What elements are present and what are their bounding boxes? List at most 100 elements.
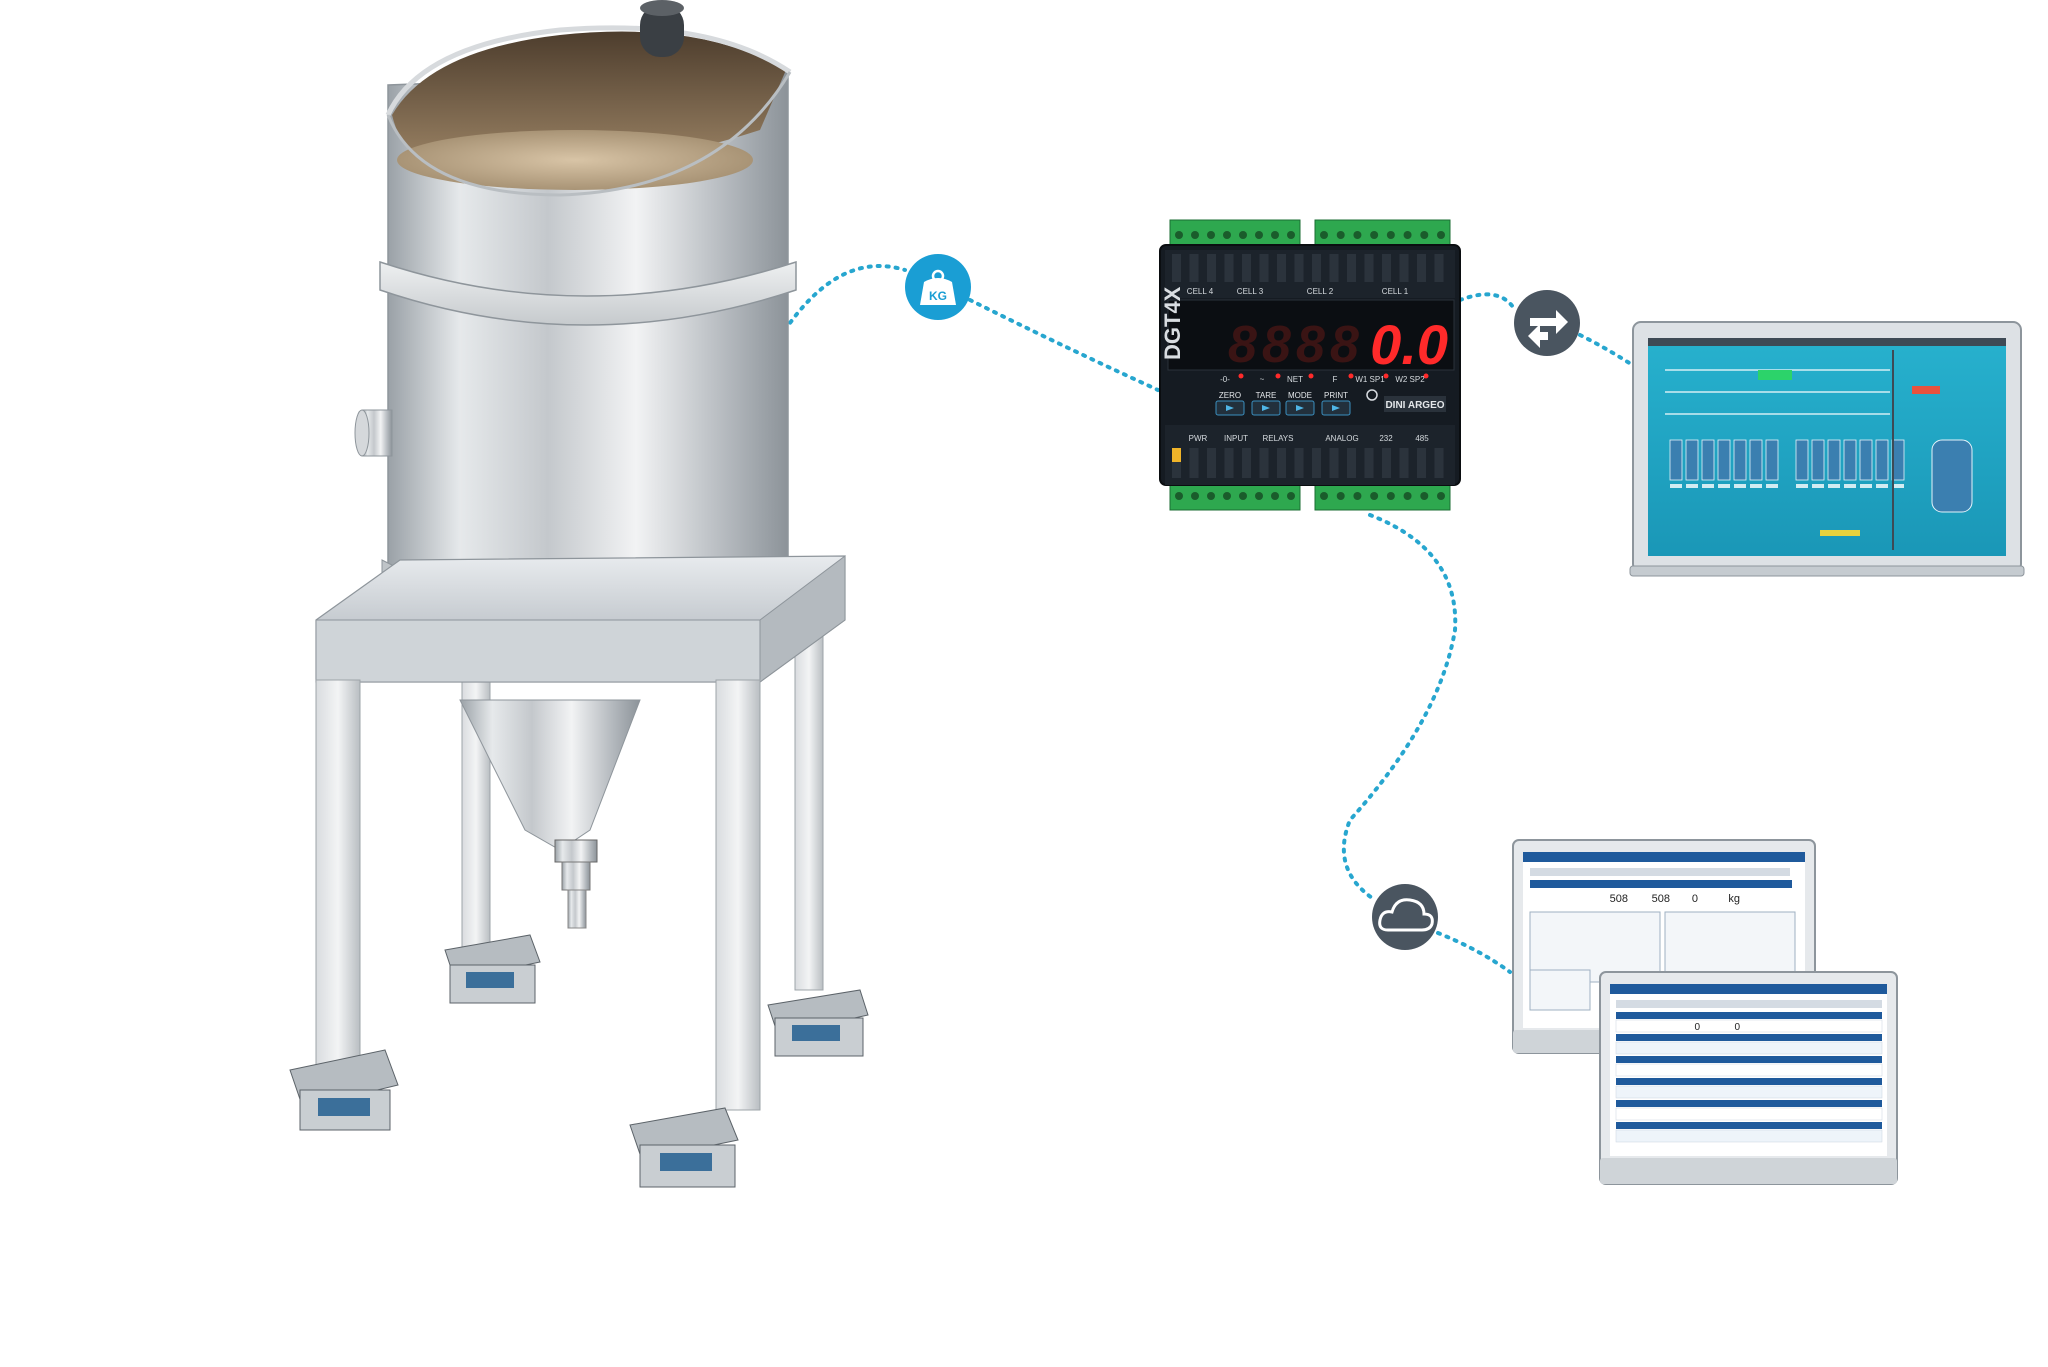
web-channel-header: [1616, 1056, 1882, 1063]
terminal-screw: [1420, 492, 1429, 500]
load-cell-back-left: [444, 934, 541, 1004]
web-channel-header: [1616, 1034, 1882, 1041]
load-cell-front-left: [289, 1049, 399, 1131]
led-label: ~: [1260, 375, 1265, 384]
pin-label: [1329, 448, 1339, 478]
pin-label: [1294, 254, 1304, 282]
web-weight-value: 0: [1734, 1022, 1740, 1033]
cell-label: CELL 3: [1237, 287, 1264, 296]
terminal-screw: [1271, 492, 1279, 500]
kg-weight-badge: KG: [905, 254, 971, 320]
scada-silo-label: [1686, 484, 1698, 488]
pin-label: [1434, 448, 1444, 478]
status-led: [1423, 373, 1429, 379]
terminal-screw: [1223, 231, 1231, 239]
power-terminal: [1172, 448, 1181, 462]
terminal-screw: [1239, 231, 1247, 239]
arrow-icon: [1332, 405, 1340, 411]
terminal-screw: [1437, 492, 1445, 500]
pin-label: [1434, 254, 1444, 282]
port-label: PWR: [1189, 434, 1208, 443]
scada-silo: [1795, 439, 1809, 481]
pin-label: [1312, 254, 1321, 282]
sync-arrows-icon: [1528, 310, 1568, 348]
terminal-screw: [1353, 492, 1362, 500]
pin-label: [1329, 254, 1339, 282]
web-table-header: [1530, 880, 1792, 888]
terminal-block: [1169, 481, 1301, 511]
web-weight-value: 508: [1610, 893, 1628, 905]
terminal-screw: [1287, 231, 1295, 239]
brand-vertical: DGT4X: [1160, 286, 1185, 360]
display-digit-off: 8: [1330, 316, 1359, 374]
terminal-screw: [1353, 231, 1362, 239]
weight-display-readout: 0.0: [1370, 313, 1448, 376]
scada-silo-label: [1892, 484, 1904, 488]
web-channel-row: [1615, 1085, 1883, 1099]
led-label: NET: [1287, 375, 1303, 384]
web-channel-header: [1616, 1100, 1882, 1107]
web-channel-row: [1615, 1129, 1883, 1143]
scada-silo: [1765, 439, 1779, 481]
terminal-screw: [1223, 492, 1231, 500]
web-channel-row: [1615, 1063, 1883, 1077]
status-led: [1275, 373, 1281, 379]
connector-line: [1458, 292, 1517, 312]
pin-label: [1399, 254, 1409, 282]
pin-label: [1347, 254, 1356, 282]
terminal-screw: [1403, 231, 1412, 239]
key-tare-label: TARE: [1256, 391, 1277, 400]
arrow-icon: [1296, 405, 1304, 411]
web-weight-value: kg: [1728, 893, 1740, 905]
pin-label: [1382, 448, 1391, 478]
pin-label: [1242, 448, 1251, 478]
cloud-badge: [1372, 884, 1438, 950]
scada-silo: [1685, 439, 1699, 481]
pin-label: [1382, 254, 1391, 282]
pin-label: [1294, 448, 1304, 478]
arrow-icon: [1262, 405, 1270, 411]
status-led: [1308, 373, 1314, 379]
scada-silo: [1717, 439, 1731, 481]
scada-silo: [1733, 439, 1747, 481]
web-weight-value: 508: [1652, 893, 1670, 905]
scada-silo-label: [1766, 484, 1778, 488]
pin-label: [1312, 448, 1321, 478]
connector-line: [783, 264, 907, 332]
pin-label: [1207, 448, 1216, 478]
pin-label: [1417, 448, 1426, 478]
display-digit-off: 8: [1262, 316, 1291, 374]
scada-main-silo: [1931, 439, 1973, 513]
web-setpoints-panel: [1529, 969, 1591, 1011]
scada-silo: [1701, 439, 1715, 481]
led-label: -0-: [1220, 375, 1230, 384]
kg-weight-icon: KG: [929, 289, 947, 303]
terminal-screw: [1191, 231, 1199, 239]
scada-silo-label: [1828, 484, 1840, 488]
scada-silo: [1843, 439, 1857, 481]
terminal-screw: [1175, 492, 1183, 500]
terminal-screw: [1320, 492, 1328, 500]
scada-silo: [1827, 439, 1841, 481]
status-led: [1348, 373, 1354, 379]
load-cell-front-right: [629, 1107, 739, 1188]
scada-silo-label: [1670, 484, 1682, 488]
web-calibration-panel: [1664, 911, 1796, 983]
terminal-screw: [1386, 492, 1395, 500]
web-channel-header: [1616, 1078, 1882, 1085]
cloud-icon: [1378, 898, 1434, 932]
pin-label: [1277, 448, 1286, 478]
weighing-hopper: [289, 0, 869, 1188]
pin-label: [1364, 448, 1374, 478]
pin-label: [1189, 448, 1199, 478]
web-weight-value: 0: [1692, 893, 1698, 905]
status-led: [1383, 373, 1389, 379]
port-label: 485: [1415, 434, 1429, 443]
key-print-label: PRINT: [1324, 391, 1348, 400]
data-connector-lines: [783, 264, 1642, 974]
pin-label: [1189, 254, 1199, 282]
arrow-icon: [1226, 405, 1234, 411]
terminal-screw: [1403, 492, 1412, 500]
web-channel-header: [1616, 1122, 1882, 1129]
